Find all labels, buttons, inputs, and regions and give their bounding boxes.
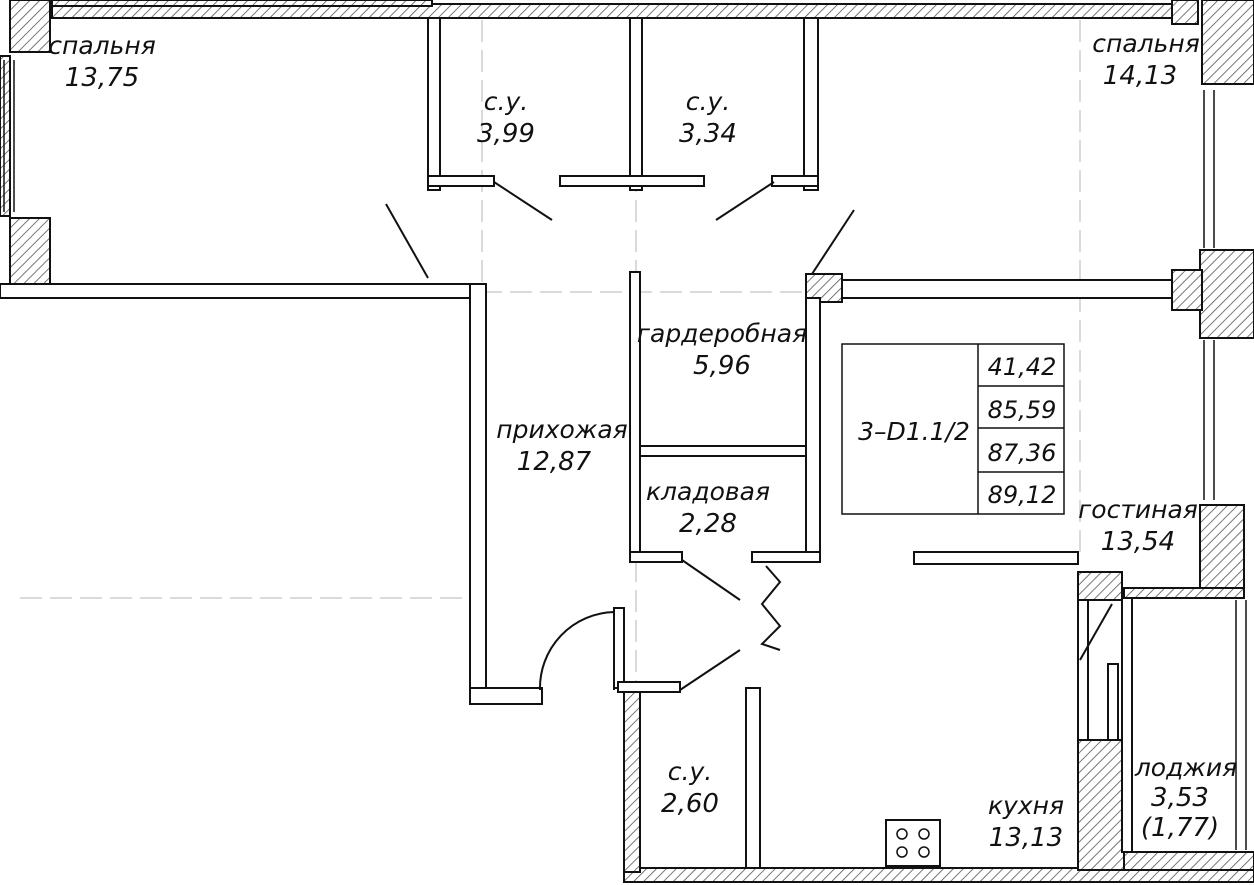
room-name-bath-top-1: с.у.: [484, 87, 528, 116]
summary-value: 85,59: [988, 396, 1057, 424]
summary-value: 41,42: [988, 353, 1057, 381]
room-area-storage: 2,28: [679, 509, 737, 539]
partitions: [3, 17, 1247, 869]
room-area-bedroom-left: 13,75: [65, 63, 139, 93]
room-name-bedroom-left: спальня: [48, 31, 156, 60]
room-name-living: гостиная: [1078, 495, 1198, 524]
room-reduced-area-loggia: (1,77): [1141, 813, 1219, 843]
stove-icon: [885, 819, 941, 867]
doors: [385, 181, 1113, 691]
room-area-bath-bottom: 2,60: [661, 789, 719, 819]
room-area-hall: 12,87: [517, 447, 592, 477]
room-name-storage: кладовая: [646, 477, 770, 506]
room-name-loggia: лоджия: [1134, 753, 1237, 782]
summary-value: 87,36: [988, 439, 1057, 467]
room-name-wardrobe: гардеробная: [637, 319, 807, 348]
room-area-bath-top-1: 3,99: [477, 119, 535, 149]
summary-value: 89,12: [988, 481, 1057, 509]
room-area-living: 13,54: [1101, 527, 1175, 557]
room-labels: спальня 13,75 с.у. 3,99 с.у. 3,34 спальн…: [48, 29, 1237, 853]
room-area-bedroom-right: 14,13: [1103, 61, 1177, 91]
room-area-kitchen: 13,13: [989, 823, 1063, 853]
room-area-wardrobe: 5,96: [693, 351, 751, 381]
room-name-bath-top-2: с.у.: [686, 87, 730, 116]
room-name-kitchen: кухня: [988, 791, 1064, 820]
room-area-bath-top-2: 3,34: [679, 119, 737, 149]
room-area-loggia: 3,53: [1151, 783, 1209, 813]
apartment-code: 3–D1.1/2: [858, 417, 970, 446]
room-name-bedroom-right: спальня: [1092, 29, 1200, 58]
summary-table: 3–D1.1/2 41,42 85,59 87,36 89,12: [841, 343, 1065, 515]
room-name-hall: прихожая: [496, 415, 627, 444]
room-name-bath-bottom: с.у.: [668, 757, 712, 786]
